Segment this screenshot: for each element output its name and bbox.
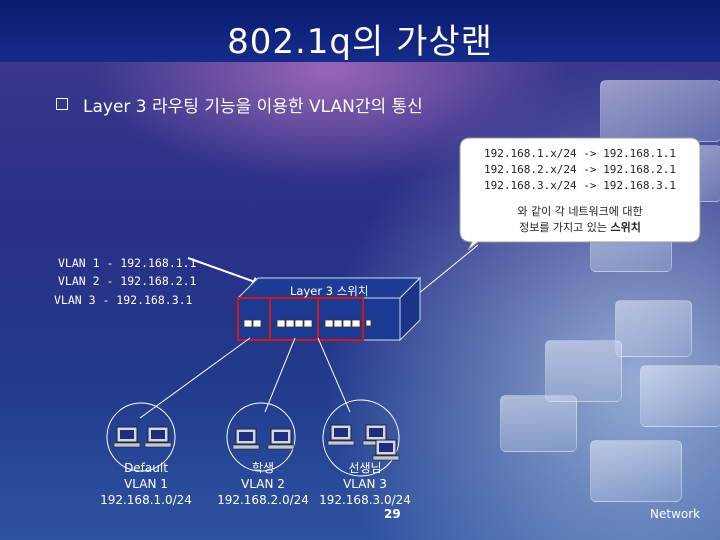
computer-icon [233,429,259,449]
callout-note-prefix: 정보를 가지고 있는 [519,221,610,234]
footer-text: Network [650,507,700,521]
switch-label: Layer 3 스위치 [290,283,368,299]
group-vlan: VLAN 2 [213,476,313,492]
group-label-vlan2: 학생 VLAN 2 192.168.2.0/24 [213,460,313,508]
computer-icon [373,440,399,460]
group-vlan: VLAN 1 [96,476,196,492]
callout-routes: 192.168.1.x/24 -> 192.168.1.1 192.168.2.… [468,146,692,194]
computer-icon [114,427,140,447]
computer-icon [268,429,294,449]
route-line: 192.168.1.x/24 -> 192.168.1.1 [468,146,692,162]
vlan3-label: VLAN 3 - 192.168.3.1 [54,293,192,307]
group-vlan: VLAN 3 [315,476,415,492]
group-subnet: 192.168.2.0/24 [213,492,313,508]
vlan-arrow [188,258,258,283]
link-lines [140,338,350,418]
route-line: 192.168.3.x/24 -> 192.168.3.1 [468,178,692,194]
callout-note-line2: 정보를 가지고 있는 스위치 [468,220,692,236]
computer-icon [145,427,171,447]
callout-note-line1: 와 같이 각 네트워크에 대한 [468,204,692,220]
group-name: 학생 [213,460,313,476]
group-name: Default [96,460,196,476]
group-name: 선생님 [315,460,415,476]
callout-note-bold: 스위치 [611,221,641,234]
page-number: 29 [384,507,401,521]
callout-pointer [418,245,478,294]
route-line: 192.168.2.x/24 -> 192.168.2.1 [468,162,692,178]
group-subnet: 192.168.1.0/24 [96,492,196,508]
group-subnet: 192.168.3.0/24 [315,492,415,508]
computer-icon [328,425,354,445]
group-label-vlan1: Default VLAN 1 192.168.1.0/24 [96,460,196,508]
callout-note: 와 같이 각 네트워크에 대한 정보를 가지고 있는 스위치 [468,204,692,236]
vlan1-label: VLAN 1 - 192.168.1.1 [58,256,196,270]
vlan2-label: VLAN 2 - 192.168.2.1 [58,274,196,288]
group-label-vlan3: 선생님 VLAN 3 192.168.3.0/24 [315,460,415,508]
